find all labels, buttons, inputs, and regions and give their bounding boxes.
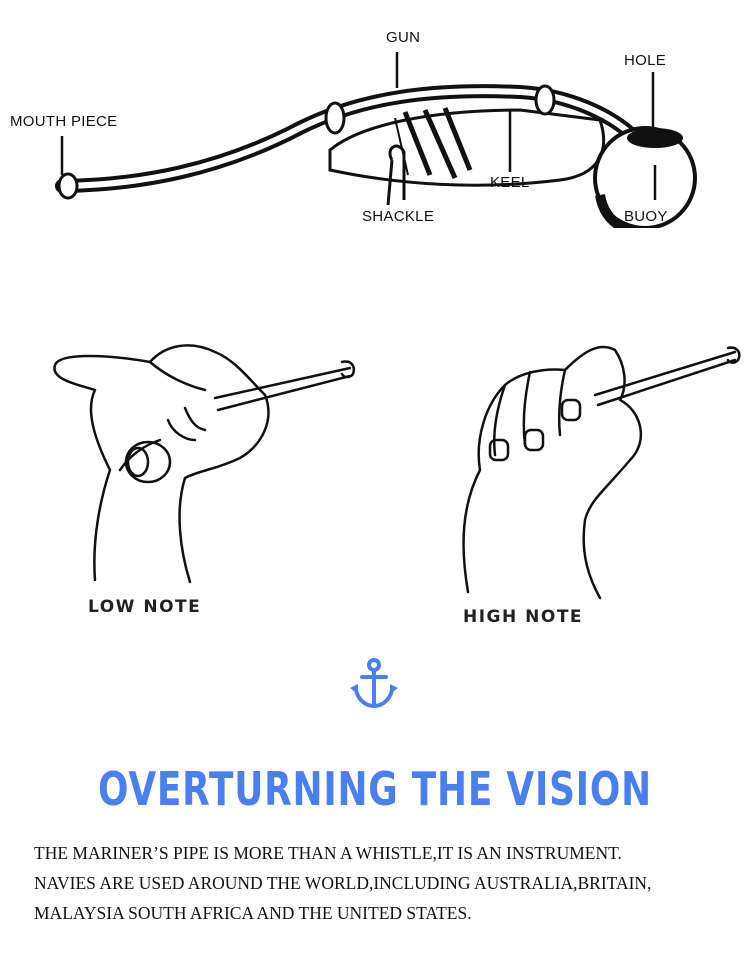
label-high-note: HIGH NOTE (463, 607, 584, 627)
hands-illustration (53, 344, 741, 600)
label-keel: KEEL (490, 174, 530, 191)
label-low-note: LOW NOTE (88, 597, 202, 617)
pipe-hole (627, 128, 683, 148)
label-mouth-piece: MOUTH PIECE (10, 113, 118, 130)
label-gun: GUN (386, 29, 421, 46)
body-line-2: NAVIES ARE USED AROUND THE WORLD,INCLUDI… (34, 873, 652, 893)
body-line-3: MALAYSIA SOUTH AFRICA AND THE UNITED STA… (34, 903, 472, 923)
pipe-diagram (55, 52, 710, 260)
low-note-hand (53, 344, 355, 584)
high-note-hand (462, 345, 741, 600)
pipe-shackle (386, 144, 406, 206)
label-shackle: SHACKLE (362, 208, 435, 225)
label-hole: HOLE (624, 52, 667, 69)
headline: OVERTURNING THE VISION (98, 762, 652, 816)
body-line-1: THE MARINER’S PIPE IS MORE THAN A WHISTL… (34, 843, 622, 863)
label-buoy: BUOY (624, 208, 668, 225)
